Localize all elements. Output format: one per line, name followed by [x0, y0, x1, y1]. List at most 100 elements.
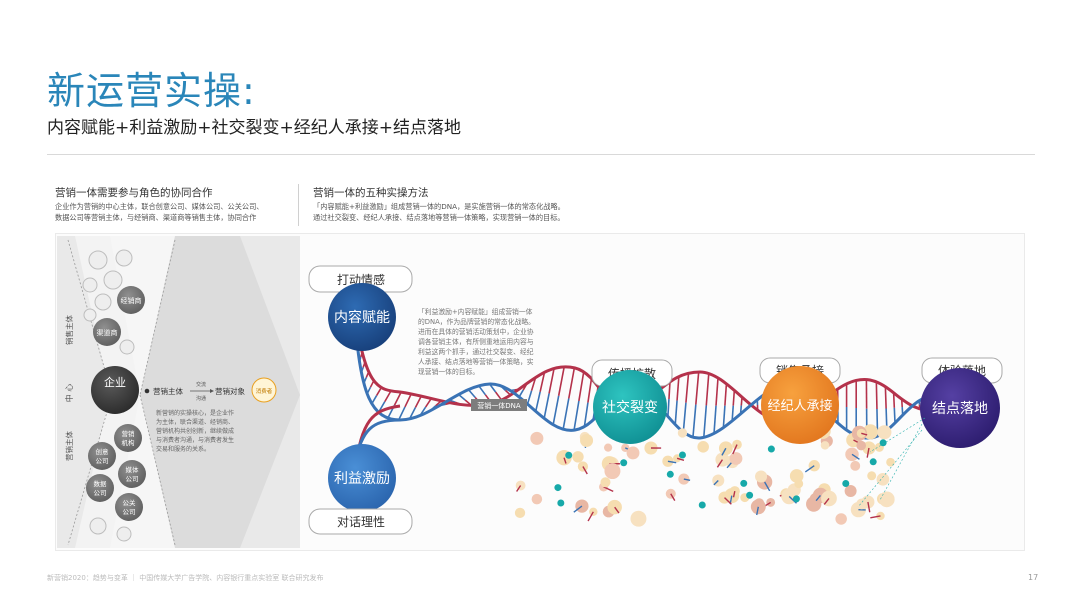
- dna-tag-label: 营销一体DNA: [477, 401, 521, 410]
- page-subtitle: 内容赋能+利益激励+社交裂变+经纪人承接+结点落地: [47, 118, 461, 138]
- molecule-bond: [732, 491, 736, 498]
- molecule-dot: [626, 446, 640, 460]
- molecule-bond: [870, 515, 881, 519]
- molecule-dot: [876, 472, 890, 486]
- content-empowerment-node: [328, 283, 396, 351]
- molecule-dot: [630, 510, 647, 527]
- funnel-empty-circle: [94, 293, 112, 311]
- interest-incentive-label: 利益激励: [334, 470, 390, 487]
- dna-rung: [573, 400, 580, 431]
- dna-rung: [587, 378, 593, 403]
- right-desc-line2: 通过社交裂变、经纪人承接、结点落地等营销一体策略，实现营销一体的目标。: [313, 213, 565, 222]
- distributor-label: 经销商: [121, 296, 142, 305]
- dna-rung: [384, 390, 392, 402]
- funnel-dash-right-bottom: [139, 394, 176, 546]
- molecule-dot: [729, 452, 743, 465]
- flow-subject-label: 营销主体: [153, 386, 183, 396]
- molecule-teal-dot: [557, 499, 565, 507]
- right-heading: 营销一体的五种实操方法: [313, 187, 429, 199]
- molecule-teal-dot: [666, 470, 674, 478]
- interest-incentive-node: [328, 444, 396, 512]
- funnel-side-top-label: 销售主体: [64, 315, 74, 345]
- enterprise-label: 企业: [104, 375, 126, 389]
- molecule-teal-dot: [678, 451, 686, 459]
- flow-arrow-head: [210, 389, 214, 393]
- endpoint-dash: [857, 429, 923, 508]
- data-label-2: 公司: [94, 489, 107, 497]
- consumer-label: 消费者: [256, 387, 273, 395]
- molecule-teal-dot: [792, 495, 800, 503]
- creative-label-2: 公司: [96, 457, 109, 465]
- molecule-dot: [678, 473, 690, 485]
- molecule-teal-dot: [740, 479, 748, 487]
- molecule-teal-dot: [842, 479, 850, 487]
- dna-rung: [548, 368, 555, 394]
- dna-rung: [578, 371, 585, 402]
- section-separator: [298, 184, 299, 226]
- dna-desc-line5: 利益这两个抓手，通过社交裂变、经纪: [418, 347, 534, 356]
- creative-company-node: [88, 442, 116, 470]
- left-desc-line1: 企业作为营销的中心主体，联合创意公司、媒体公司、公关公司、: [55, 202, 264, 211]
- funnel-empty-circle: [103, 270, 123, 290]
- molecule-dot: [850, 460, 861, 471]
- endpoint-label: 结点落地: [932, 401, 988, 417]
- label-touch-text: 打动情感: [337, 272, 385, 287]
- data-company-node: [86, 474, 114, 502]
- dna-rung: [715, 377, 719, 406]
- dna-rung: [393, 391, 402, 406]
- dna-rung: [674, 400, 678, 425]
- molecule-bond: [804, 465, 815, 473]
- molecule-dot: [677, 428, 688, 438]
- flow-mid-bottom-label: 沟通: [196, 395, 206, 402]
- molecule-dot: [603, 443, 613, 452]
- label-dialog-box: [308, 508, 413, 535]
- funnel-empty-circle: [88, 250, 108, 270]
- endpoint-node: [920, 368, 1000, 448]
- funnel-arrow-shape: [140, 236, 300, 548]
- molecule-bond: [582, 466, 588, 475]
- molecule-bond: [563, 457, 567, 464]
- dna-rung: [893, 407, 896, 423]
- dna-rung: [526, 390, 533, 405]
- dna-rung: [408, 407, 417, 420]
- dna-rung: [567, 367, 576, 399]
- molecule-teal-dot: [620, 459, 628, 467]
- funnel-empty-circle: [89, 517, 107, 535]
- molecule-bond: [721, 447, 727, 456]
- left-heading: 营销一体需要参与角色的协同合作: [55, 187, 213, 199]
- molecule-dot: [530, 431, 544, 445]
- dna-rung: [397, 406, 406, 421]
- molecule-bond: [815, 494, 821, 502]
- molecule-bond: [667, 460, 677, 464]
- molecule-bond: [756, 506, 760, 516]
- molecule-dot: [878, 491, 895, 508]
- dna-rung: [494, 391, 503, 401]
- dna-rung: [552, 395, 560, 425]
- media-company-node: [118, 460, 146, 488]
- funnel-desc-line1: 新营销的实操核心，是企业作: [156, 409, 234, 417]
- dna-rung: [724, 383, 728, 406]
- molecule-dot: [514, 507, 526, 519]
- molecule-bond: [587, 511, 594, 522]
- dna-diagram: 营销一体DNA 打动情感 内容赋能 利益激励 对话理性 「利益激励+内容赋能」组…: [308, 265, 1003, 535]
- dna-rung: [562, 398, 570, 430]
- molecule-dot: [862, 424, 879, 440]
- marketing-agency-node: [114, 424, 142, 452]
- funnel-empty-circle: [115, 249, 133, 267]
- dna-rung: [695, 371, 700, 405]
- flow-object-label: 营销对象: [215, 386, 245, 396]
- dna-rung: [722, 405, 726, 428]
- funnel-desc-line3: 营销机构共创创新，继续做成: [156, 427, 234, 435]
- molecule-teal-dot: [565, 451, 573, 459]
- molecule-dot: [886, 457, 895, 467]
- funnel-empty-circle: [82, 277, 98, 293]
- pr-company-node: [115, 493, 143, 521]
- dna-rung: [414, 395, 422, 408]
- dna-rung: [557, 366, 565, 396]
- dna-rung: [731, 405, 735, 422]
- pr-label-2: 公司: [123, 508, 136, 516]
- molecule-dot: [867, 471, 877, 481]
- dna-rung: [424, 398, 432, 408]
- title-divider: [47, 154, 1035, 155]
- distributor-node: [117, 286, 145, 314]
